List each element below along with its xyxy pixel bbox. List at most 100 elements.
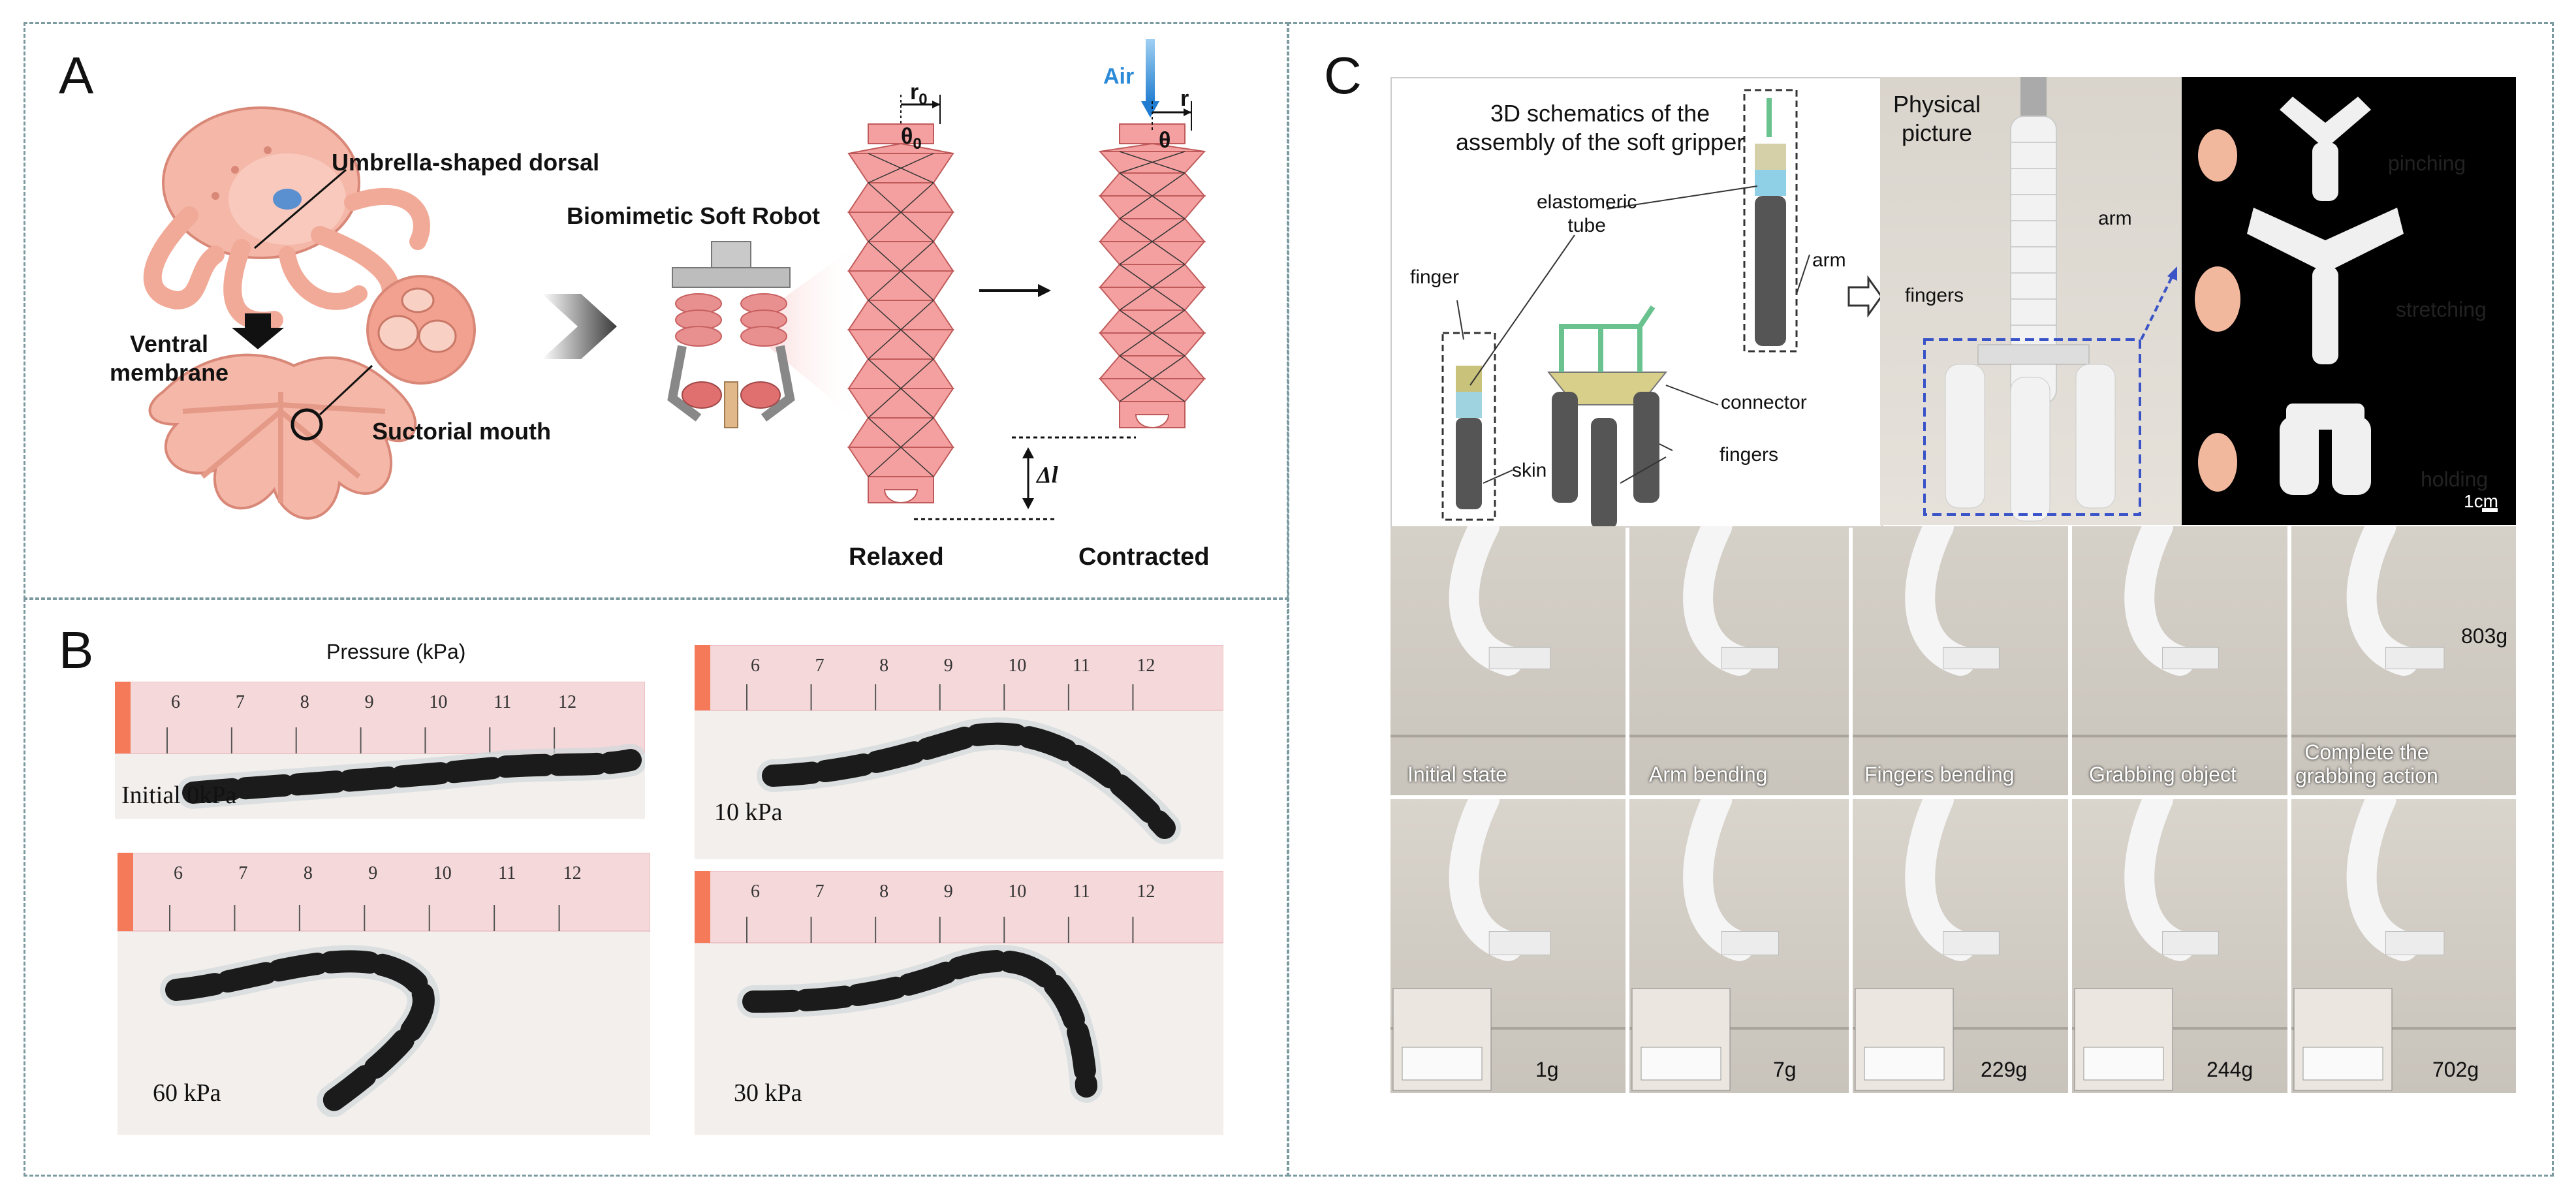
modes-panel: [2182, 77, 2516, 525]
sequence-caption-2: Arm bending: [1649, 763, 1768, 786]
panel-c-frame: [1287, 22, 2554, 1177]
ruler: [695, 645, 1223, 711]
object-frame-5: [2291, 799, 2516, 1093]
ruler-tick-label: 9: [944, 656, 953, 676]
gripper-fingers: [1488, 646, 1551, 669]
frame-drawing: [1390, 799, 1626, 1091]
sequence-caption-4: Grabbing object: [2089, 763, 2237, 786]
gripper-arm: [2124, 526, 2195, 676]
gripper-arm: [1449, 526, 1523, 676]
theta0-label: θ0: [901, 124, 922, 153]
theta0-symbol: θ: [901, 124, 913, 149]
object-weight-3: 229g: [1981, 1058, 2028, 1081]
gripper-arm: [1905, 799, 1975, 961]
ruler-tick-label: 8: [879, 881, 888, 902]
ruler-tick-label: 8: [304, 863, 313, 883]
gripper-fingers: [2162, 646, 2219, 669]
gripper-arm: [1449, 799, 1523, 961]
physical-fingers-label: fingers: [1905, 285, 1964, 306]
physical-arm-label: arm: [2098, 208, 2132, 229]
panel-a-letter: A: [59, 46, 94, 104]
relaxed-bellows-illustration: [847, 95, 954, 503]
frame-drawing: [1853, 799, 2068, 1091]
frame-drawing: [1629, 526, 1849, 738]
r0-subscript: 0: [919, 90, 928, 108]
ruler-end: [695, 645, 710, 710]
theta0-subscript: 0: [913, 135, 922, 153]
suctorial-label: Suctorial mouth: [372, 418, 552, 445]
photo-label-30kpa: 30 kPa: [734, 1079, 802, 1107]
sequence-caption-1: Initial state: [1407, 763, 1507, 786]
delta-l-dimension: [914, 436, 1136, 520]
object-weight-5: 702g: [2432, 1058, 2479, 1081]
gripper-fingers: [1721, 931, 1779, 955]
ventral-label: Ventral membrane: [110, 330, 229, 386]
object-frame-2: [1629, 799, 1849, 1093]
object-weight-2: 7g: [1773, 1058, 1797, 1081]
r-label: r: [1180, 86, 1189, 111]
ruler: [118, 853, 650, 932]
ruler-tick-label: 10: [1008, 881, 1026, 902]
ruler-tick-label: 7: [238, 863, 247, 883]
ruler-tick-label: 6: [174, 863, 183, 883]
contracted-bellows-illustration: [1098, 39, 1206, 428]
ruler-tick-label: 10: [429, 692, 447, 712]
object-weight-1: 1g: [1535, 1058, 1559, 1081]
sequence-frame-4: [2072, 526, 2287, 795]
theta-label: θ: [1159, 128, 1171, 153]
kitchen-scale: [2302, 1047, 2383, 1081]
gripper-fingers: [2162, 931, 2219, 955]
soft-robot-body: [165, 950, 435, 1112]
frame-drawing: [2072, 799, 2287, 1091]
chevron-right-icon: [542, 294, 617, 359]
gripper-arm: [2124, 799, 2195, 961]
kitchen-scale: [2083, 1047, 2164, 1081]
gripper-fingers: [1943, 646, 2000, 669]
object-frame-1: [1390, 799, 1626, 1093]
ruler-tick-label: 10: [1008, 656, 1026, 676]
ruler: [115, 682, 645, 754]
ruler-tick-label: 7: [815, 656, 825, 676]
r0-symbol: r: [910, 80, 919, 104]
ruler-tick-label: 10: [433, 863, 452, 883]
schematic-title: 3D schematics of the assembly of the sof…: [1456, 100, 1745, 155]
mode-holding: holding: [2421, 467, 2489, 491]
schematic-tube-label: elastomeric tube: [1537, 191, 1637, 236]
pressure-title: Pressure (kPa): [326, 640, 466, 663]
soft-robot-body: [762, 722, 1176, 839]
gripper-fingers: [1488, 931, 1551, 955]
ruler-end: [695, 871, 710, 943]
scale-bar-label: 1cm: [2464, 491, 2498, 511]
ruler-tick-label: 9: [368, 863, 377, 883]
kitchen-scale: [1402, 1047, 1483, 1081]
schematic-finger-label: finger: [1410, 266, 1460, 288]
ruler-tick-label: 12: [1137, 656, 1155, 676]
sequence-frame-5: [2291, 526, 2516, 795]
ruler-tick-label: 11: [498, 863, 516, 883]
gripper-device-illustration: [667, 241, 862, 428]
gripper-arm: [2346, 526, 2419, 676]
schematic-skin-label: skin: [1512, 460, 1547, 481]
sequence-frame-3: [1853, 526, 2068, 795]
ruler-tick-label: 12: [1137, 881, 1155, 902]
gripper-arm: [1683, 526, 1754, 676]
kitchen-scale: [1864, 1047, 1945, 1081]
gripper-fingers: [1721, 646, 1779, 669]
contracted-label: Contracted: [1078, 543, 1210, 571]
ruler-tick-label: 6: [171, 692, 180, 712]
frame-drawing: [2072, 526, 2287, 738]
r0-label: r0: [910, 80, 928, 109]
ruler-tick-label: 11: [494, 692, 511, 712]
frame-drawing: [2291, 799, 2516, 1091]
photo-label-60kpa: 60 kPa: [153, 1079, 221, 1107]
ruler-tick-label: 8: [879, 656, 888, 676]
gripper-arm: [2346, 799, 2419, 961]
soft-robot-body: [182, 749, 642, 804]
frame-drawing: [1853, 526, 2068, 738]
sequence-weight-5: 803g: [2461, 624, 2508, 648]
gripper-fingers: [1943, 931, 2000, 955]
ruler-tick-label: 6: [751, 656, 760, 676]
panel-c-letter: C: [1324, 46, 1362, 104]
